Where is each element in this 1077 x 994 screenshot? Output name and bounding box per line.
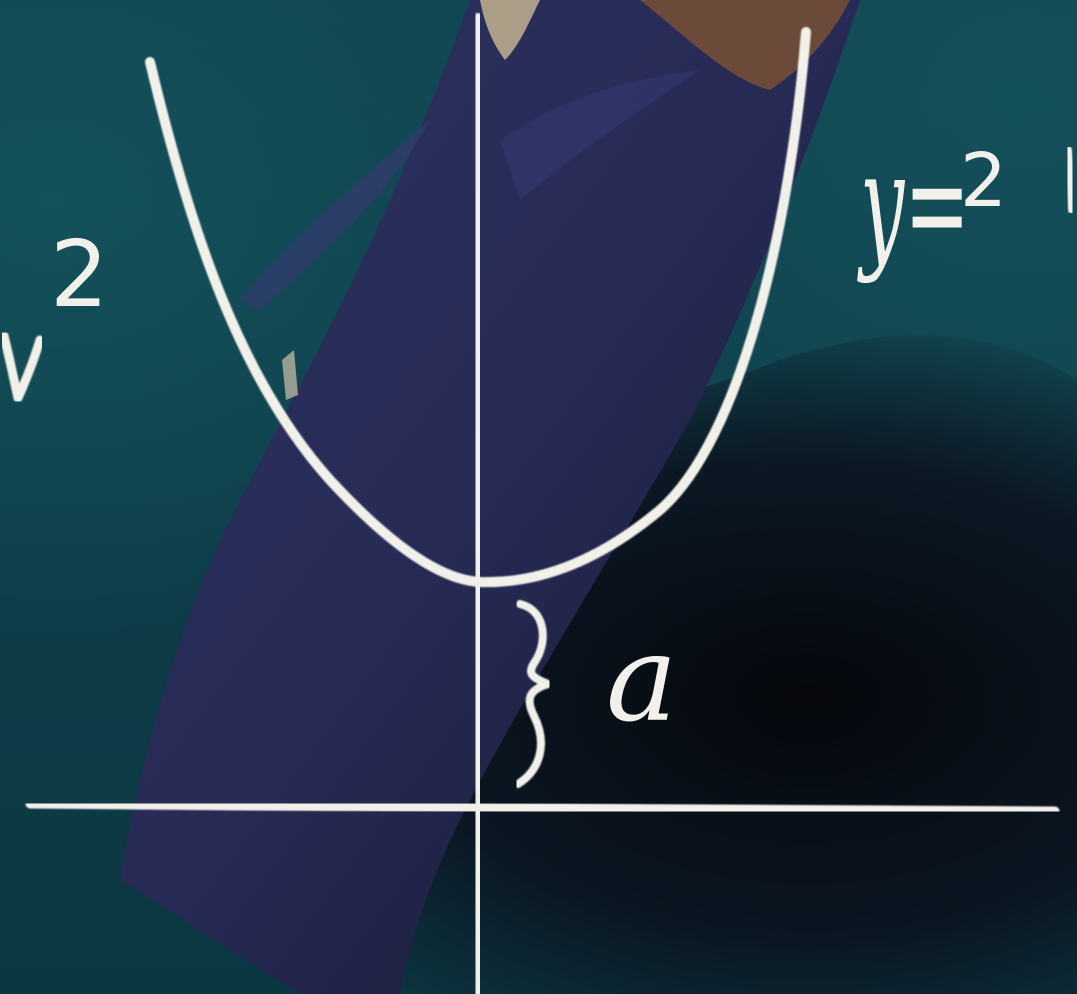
right-label: y=	[857, 123, 970, 286]
right-label-edge-stroke	[1064, 146, 1076, 214]
hand	[640, 0, 850, 90]
y-axis	[471, 13, 485, 994]
right-label-exponent: 2	[960, 138, 1007, 224]
brace-symbol	[514, 600, 552, 788]
sleeve	[120, 0, 860, 994]
parabola-curve	[145, 27, 811, 588]
left-label-fragment	[0, 331, 45, 403]
gap-label: a	[606, 610, 678, 749]
sleeve-fold	[500, 70, 700, 200]
sleeve-fold	[240, 120, 430, 310]
sleeve-button	[282, 350, 298, 400]
hand	[480, 0, 540, 60]
x-axis	[25, 799, 1060, 816]
left-label-exponent: 2	[50, 221, 109, 328]
